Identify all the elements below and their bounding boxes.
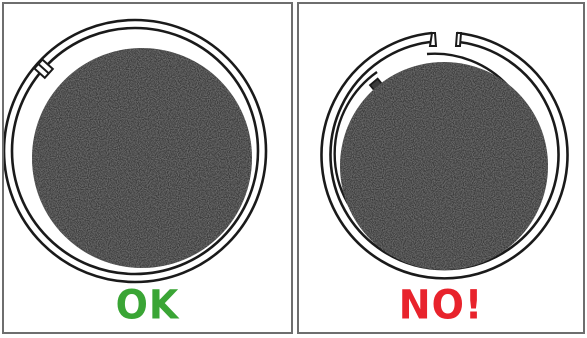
ring-gap-right-hook: [456, 33, 461, 46]
panel-correct: OK: [2, 2, 293, 334]
verdict-ok-label: OK: [4, 284, 291, 326]
verdict-no-label: NO!: [299, 284, 583, 326]
pad-disc: [32, 48, 252, 268]
ring-gap-left-hook: [430, 33, 436, 46]
panel-incorrect: NO!: [297, 2, 585, 334]
pad-disc: [340, 62, 548, 270]
